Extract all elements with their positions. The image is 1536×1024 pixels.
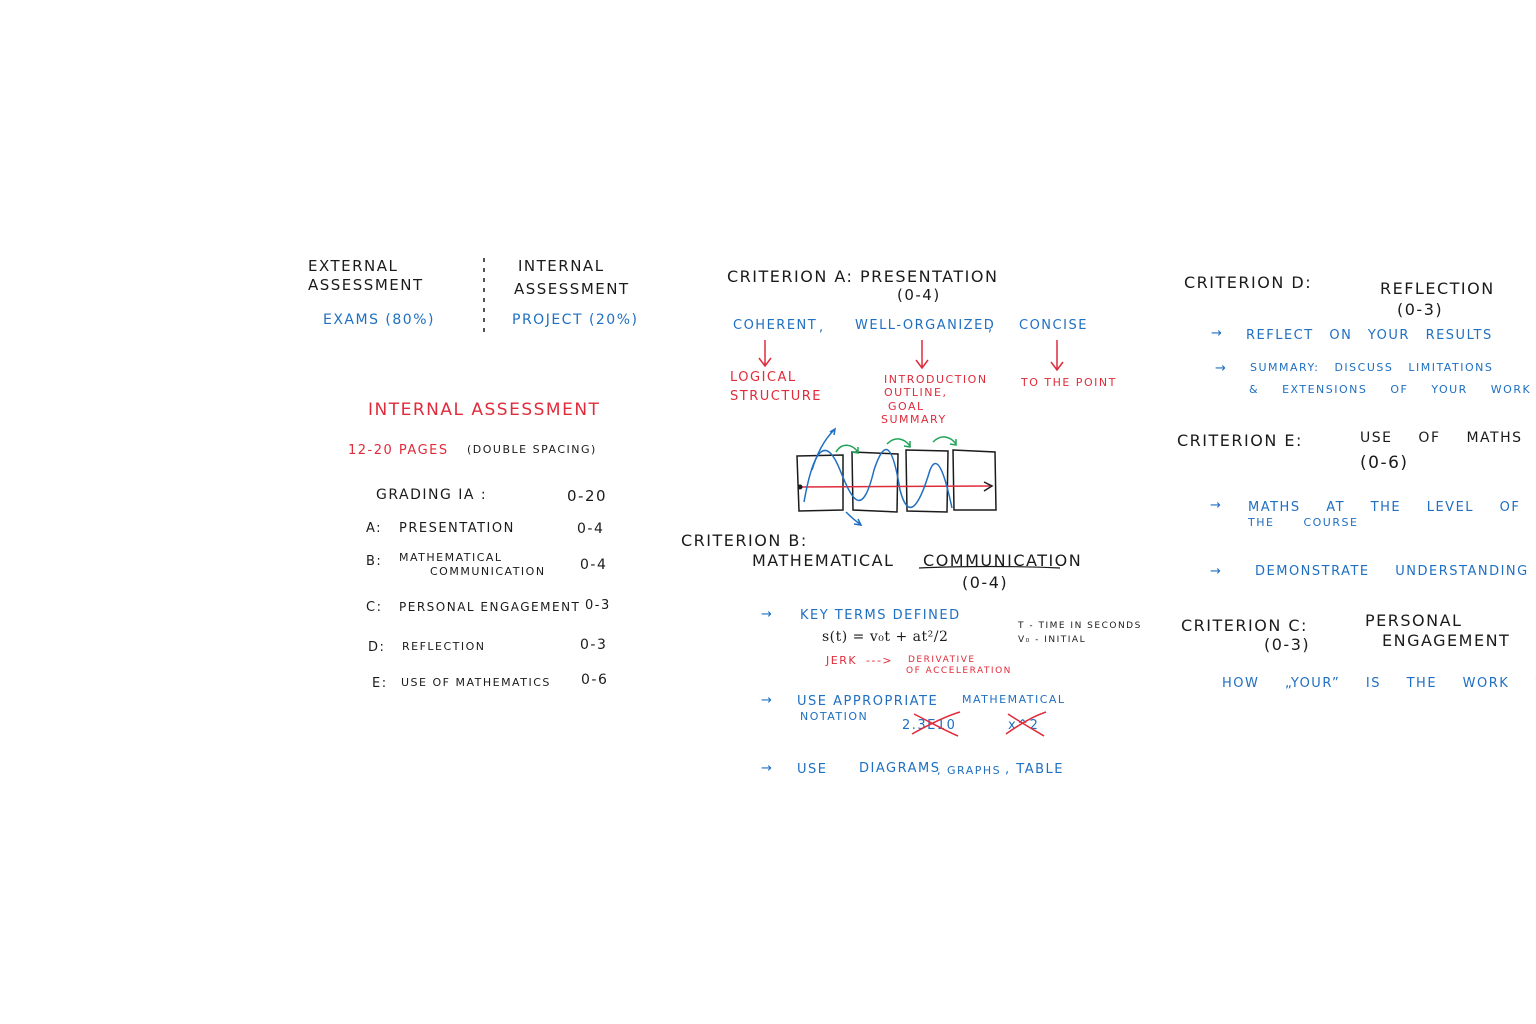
ia-criterion-a-range: 0-4 bbox=[577, 521, 605, 537]
crit-a-note-structure: Structure bbox=[730, 389, 823, 404]
external-detail: Exams (80%) bbox=[323, 312, 435, 328]
ia-criterion-a-letter: A: bbox=[366, 521, 383, 536]
ia-criterion-c-name: Personal Engagement bbox=[399, 600, 581, 614]
ia-criterion-b-range: 0-4 bbox=[580, 557, 608, 573]
ia-pages: 12-20 pages bbox=[348, 443, 449, 458]
crit-b-jerk-def: derivative bbox=[908, 655, 976, 665]
crit-b-item-2a: Use appropriate bbox=[797, 694, 939, 709]
crit-e-range: (0-6) bbox=[1360, 453, 1409, 473]
crit-b-arrow-2: → bbox=[761, 693, 774, 708]
wave-sketch bbox=[796, 427, 997, 526]
crit-a-note-intro: Introduction bbox=[884, 373, 988, 386]
crit-c-title-3: Engagement bbox=[1382, 631, 1511, 650]
crit-e-title-2: Use of Maths bbox=[1360, 430, 1523, 446]
external-title-2: Assessment bbox=[308, 276, 424, 294]
crit-d-arrow-2: → bbox=[1215, 361, 1228, 376]
crit-a-note-outline: Outline, bbox=[884, 386, 948, 399]
crit-b-jerk: Jerk bbox=[826, 654, 858, 667]
crit-b-def-v: v₀ - initial bbox=[1018, 635, 1087, 645]
crit-a-range: (0-4) bbox=[897, 286, 941, 304]
crit-e-item-1a: Maths at the level of bbox=[1248, 500, 1521, 515]
crit-b-item-3a: Use bbox=[797, 762, 828, 777]
crit-b-range: (0-4) bbox=[962, 573, 1009, 592]
crit-c-question: How „your” is the work ? bbox=[1222, 676, 1536, 691]
crit-e-item-1b: the course bbox=[1248, 516, 1359, 529]
ia-criterion-e-letter: E: bbox=[372, 676, 388, 691]
crit-a-note-goal: Goal bbox=[888, 400, 925, 413]
crit-a-arrows bbox=[758, 340, 1064, 372]
crit-d-title: Criterion D: bbox=[1184, 273, 1313, 292]
crit-d-item-2b: & extensions of your work bbox=[1249, 383, 1532, 396]
arrow-coherent-icon bbox=[758, 340, 772, 368]
crit-c-range: (0-3) bbox=[1264, 635, 1311, 654]
crit-b-item-2b: mathematical bbox=[962, 693, 1066, 706]
ia-criterion-b-name: Mathematical bbox=[399, 551, 503, 564]
crit-b-bad-notation-2: x^2 bbox=[1008, 718, 1040, 733]
crit-b-underline bbox=[918, 565, 1061, 569]
crit-b-title-2: Mathematical Communication bbox=[752, 551, 1083, 570]
crit-d-arrow-1: → bbox=[1211, 326, 1224, 341]
crit-b-item-3b: diagrams bbox=[859, 761, 941, 776]
grading-label: Grading IA : bbox=[376, 487, 488, 503]
arrow-organized-icon bbox=[915, 340, 929, 370]
crit-a-note-logical: Logical bbox=[730, 370, 797, 385]
crit-a-note-summary: Summary bbox=[881, 413, 947, 426]
ia-criterion-c-letter: C: bbox=[366, 600, 383, 615]
crit-d-range: (0-3) bbox=[1397, 300, 1444, 319]
crit-b-jerk-def-2: of acceleration bbox=[906, 666, 1012, 676]
crit-e-arrow-2: → bbox=[1210, 564, 1223, 579]
crit-a-title: Criterion A: Presentation bbox=[727, 267, 999, 286]
crit-d-item-2a: Summary: discuss limitations bbox=[1250, 361, 1494, 374]
grading-range: 0-20 bbox=[567, 487, 608, 505]
crit-d-item-1: Reflect on your results bbox=[1246, 328, 1493, 343]
crit-b-item-2c: notation bbox=[800, 710, 869, 723]
crit-a-word-coherent: Coherent bbox=[733, 318, 818, 333]
crit-a-comma-1: , bbox=[819, 320, 825, 335]
ia-criterion-e-name: Use of Mathematics bbox=[401, 676, 551, 689]
crit-e-arrow-1: → bbox=[1210, 498, 1223, 513]
crit-b-arrow-3: → bbox=[761, 761, 774, 776]
ia-criterion-d-name: Reflection bbox=[402, 640, 486, 653]
internal-detail: Project (20%) bbox=[512, 312, 639, 328]
ia-criterion-b-letter: B: bbox=[366, 554, 383, 569]
crit-b-jerk-arrow: ---> bbox=[866, 654, 894, 667]
crit-e-title: Criterion E: bbox=[1177, 431, 1303, 450]
bad-notation-strikes bbox=[911, 711, 1047, 737]
crit-a-word-organized: Well-organized bbox=[855, 318, 996, 333]
ia-criterion-d-range: 0-3 bbox=[580, 637, 608, 653]
crit-a-comma-2: , bbox=[988, 320, 994, 335]
crit-b-item-1: Key terms defined bbox=[800, 608, 961, 623]
internal-title-2: Assessment bbox=[514, 280, 630, 298]
internal-title: Internal bbox=[518, 257, 605, 275]
ia-heading: Internal Assessment bbox=[368, 400, 601, 420]
crit-a-word-concise: Concise bbox=[1019, 318, 1088, 333]
crit-d-title-2: Reflection bbox=[1380, 279, 1495, 298]
crit-c-title: Criterion C: bbox=[1181, 616, 1308, 635]
crit-c-title-2: Personal bbox=[1365, 611, 1463, 630]
crit-b-title: Criterion B: bbox=[681, 531, 808, 550]
ia-criterion-e-range: 0-6 bbox=[581, 672, 609, 688]
ia-criterion-d-letter: D: bbox=[368, 640, 386, 655]
ia-spacing: (double spacing) bbox=[467, 443, 597, 456]
crit-b-def-t: t - time in seconds bbox=[1018, 621, 1142, 631]
external-title: External bbox=[308, 257, 399, 275]
crit-b-item-3d: , table bbox=[1005, 762, 1064, 777]
arrow-concise-icon bbox=[1050, 340, 1064, 372]
crit-e-item-2: Demonstrate understanding bbox=[1255, 564, 1529, 579]
crit-b-formula: s(t) = v₀t + at²/2 bbox=[822, 629, 949, 645]
ia-criterion-b-name-2: Communication bbox=[430, 565, 546, 578]
crit-a-note-point: To the point bbox=[1021, 376, 1117, 389]
crit-b-arrow-1: → bbox=[761, 607, 774, 622]
ia-criterion-c-range: 0-3 bbox=[585, 598, 611, 613]
crit-b-item-3c: , graphs bbox=[937, 764, 1002, 777]
ia-criterion-a-name: Presentation bbox=[399, 521, 515, 536]
